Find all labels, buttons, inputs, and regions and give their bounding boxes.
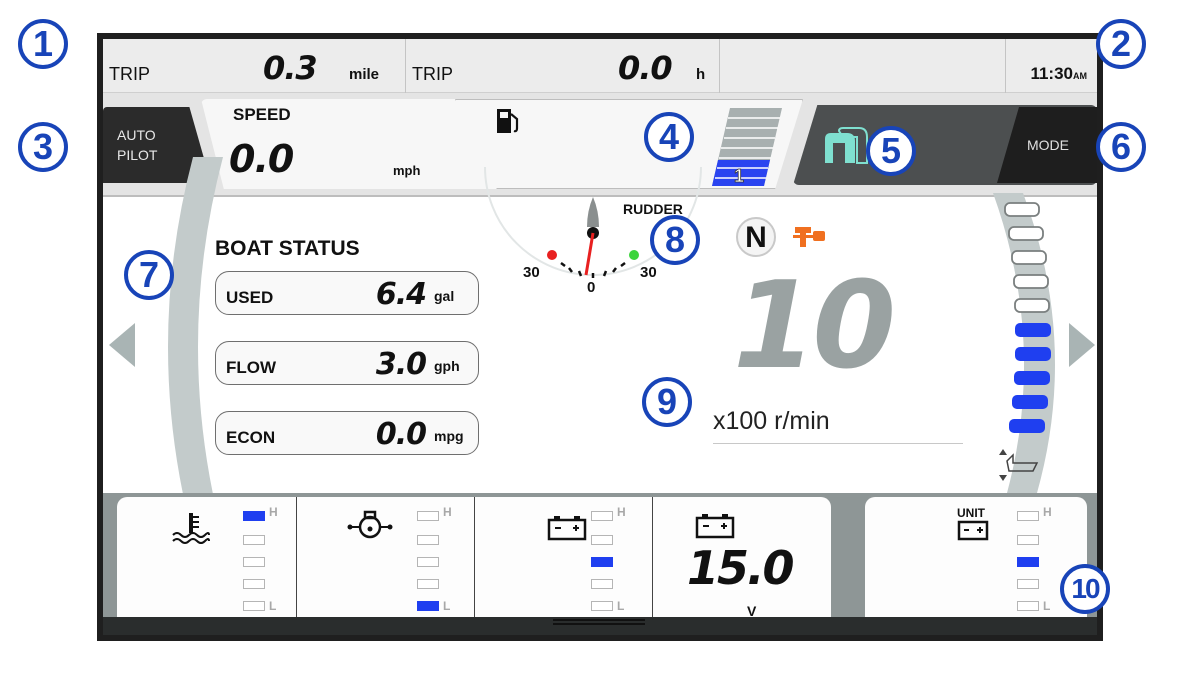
gear-position-badge: N bbox=[736, 217, 776, 257]
previous-page-arrow[interactable] bbox=[109, 323, 135, 367]
svg-text:30: 30 bbox=[523, 264, 540, 281]
fuel-level-gauge: 1 bbox=[712, 108, 782, 186]
callout-5: 5 bbox=[866, 126, 916, 176]
tachometer-unit: x100 r/min bbox=[713, 407, 830, 435]
tachometer-value: 10 bbox=[733, 257, 896, 396]
econ-label: ECON bbox=[226, 428, 276, 447]
display-screen: TRIP 0.3 mile TRIP 0.0 h 11:30AM SPEED 0… bbox=[103, 39, 1097, 635]
engine-gauges-group: H L H bbox=[117, 497, 831, 619]
unit-battery-gauge[interactable]: UNIT H L bbox=[865, 497, 1087, 619]
speed-value: 0.0 bbox=[229, 137, 294, 181]
callout-9: 9 bbox=[642, 377, 692, 427]
boat-status-title: BOAT STATUS bbox=[215, 237, 360, 260]
engine-warning-icon bbox=[793, 227, 825, 247]
trip-time-unit: h bbox=[696, 66, 706, 83]
rudder-gauge: 30 0 30 bbox=[484, 167, 702, 296]
status-row: SPEED 0.0 mph AUTO PILOT bbox=[103, 93, 1097, 197]
callout-4: 4 bbox=[644, 112, 694, 162]
next-page-arrow[interactable] bbox=[1069, 323, 1095, 367]
empty-data-field[interactable] bbox=[720, 39, 1006, 93]
trip-distance-label: TRIP bbox=[109, 64, 151, 84]
rudder-label: RUDDER bbox=[623, 201, 683, 217]
flow-label: FLOW bbox=[226, 358, 277, 377]
battery-voltage-gauge[interactable]: 15.0 V bbox=[653, 497, 831, 619]
trim-gauge bbox=[993, 193, 1055, 493]
callout-2: 2 bbox=[1096, 19, 1146, 69]
callout-10: 10 bbox=[1060, 564, 1110, 614]
boat-status-flow[interactable]: FLOW 3.0 gph bbox=[215, 341, 479, 385]
engine-status-strip: H L H bbox=[103, 493, 1097, 635]
callout-8: 8 bbox=[650, 215, 700, 265]
callout-1: 1 bbox=[18, 19, 68, 69]
battery-icon bbox=[695, 514, 735, 539]
trip-distance-value: 0.3 bbox=[263, 49, 318, 87]
clock-suffix: AM bbox=[1073, 71, 1087, 81]
engine-select-icon bbox=[825, 127, 868, 164]
callout-7: 7 bbox=[124, 250, 174, 300]
svg-text:30: 30 bbox=[640, 264, 657, 281]
used-value: 6.4 bbox=[375, 277, 427, 312]
unit-battery-icon bbox=[957, 520, 989, 541]
callout-6: 6 bbox=[1096, 122, 1146, 172]
trim-icon bbox=[999, 449, 1039, 481]
trip-time-field[interactable]: TRIP 0.0 h bbox=[406, 39, 720, 93]
left-arc-decoration bbox=[168, 157, 223, 537]
display-frame: TRIP 0.3 mile TRIP 0.0 h 11:30AM SPEED 0… bbox=[97, 33, 1103, 641]
clock-field: 11:30AM bbox=[1006, 39, 1097, 93]
trip-time-label: TRIP bbox=[412, 64, 454, 84]
unit-label: UNIT bbox=[957, 506, 985, 520]
bottom-shadow-bar bbox=[103, 617, 1097, 635]
trip-distance-unit: mile bbox=[349, 66, 380, 83]
fuel-pump-icon bbox=[497, 109, 519, 133]
voltage-value: 15.0 bbox=[687, 541, 794, 595]
trip-distance-field[interactable]: TRIP 0.3 mile bbox=[103, 39, 406, 93]
top-info-bar: TRIP 0.3 mile TRIP 0.0 h 11:30AM bbox=[103, 39, 1097, 93]
drawer-handle[interactable] bbox=[553, 619, 645, 625]
boat-status-used[interactable]: USED 6.4 gal bbox=[215, 271, 479, 315]
svg-text:0: 0 bbox=[587, 279, 595, 296]
speed-unit: mph bbox=[393, 163, 421, 178]
autopilot-label-line2: PILOT bbox=[117, 147, 158, 163]
oil-pressure-gauge[interactable]: H L bbox=[297, 497, 475, 619]
battery-level-gauge[interactable]: H L bbox=[475, 497, 653, 619]
flow-unit: gph bbox=[434, 358, 460, 374]
tachometer-underline bbox=[713, 443, 963, 444]
autopilot-label-line1: AUTO bbox=[117, 127, 156, 143]
econ-value: 0.0 bbox=[375, 417, 427, 452]
used-unit: gal bbox=[434, 288, 455, 304]
svg-text:1: 1 bbox=[734, 166, 744, 186]
battery-icon bbox=[547, 516, 587, 541]
voltage-unit: V bbox=[747, 603, 757, 619]
oil-pressure-icon bbox=[347, 510, 393, 539]
econ-unit: mpg bbox=[434, 428, 464, 444]
clock-value: 11:30 bbox=[1030, 64, 1073, 83]
coolant-temp-icon bbox=[172, 513, 210, 544]
main-gauge-area: BOAT STATUS USED 6.4 gal FLOW 3.0 gph EC… bbox=[103, 157, 1097, 537]
coolant-temp-gauge[interactable]: H L bbox=[117, 497, 297, 619]
used-label: USED bbox=[226, 288, 274, 307]
trip-time-value: 0.0 bbox=[618, 49, 673, 87]
boat-status-econ[interactable]: ECON 0.0 mpg bbox=[215, 411, 479, 455]
clock-time: 11:30AM bbox=[1030, 64, 1087, 84]
flow-value: 3.0 bbox=[375, 347, 427, 382]
callout-3: 3 bbox=[18, 122, 68, 172]
fuel-panel: 1 bbox=[455, 99, 803, 189]
speed-label: SPEED bbox=[233, 105, 291, 124]
